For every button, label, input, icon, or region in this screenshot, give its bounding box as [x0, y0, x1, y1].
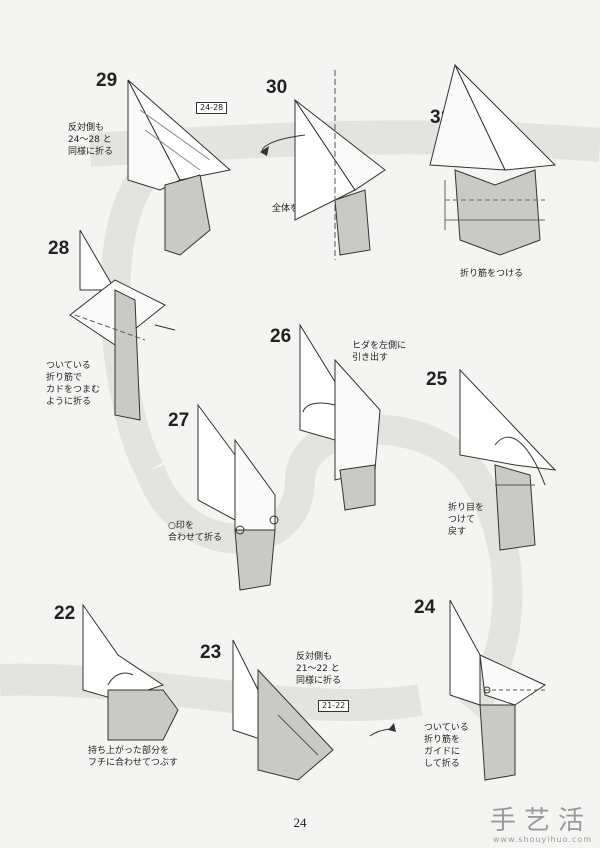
- step-25-diagram: [455, 365, 565, 560]
- step-23-number: 23: [200, 642, 221, 664]
- watermark-logo: 手艺活: [490, 807, 592, 835]
- step-31-note: 折り筋をつける: [460, 268, 523, 280]
- step-26-number: 26: [270, 326, 291, 348]
- step-25-number: 25: [426, 369, 447, 391]
- step-29-note: 反対側も 24～28 と 同様に折る: [68, 122, 113, 158]
- watermark: 手艺活 www.shouyihuo.com: [490, 807, 592, 844]
- next-step-arrow-icon: [368, 720, 398, 742]
- step-22-number: 22: [54, 603, 75, 625]
- step-27-number: 27: [168, 410, 189, 432]
- step-23-diagram: [228, 630, 338, 785]
- step-28-diagram: [65, 230, 185, 425]
- step-27-diagram: [190, 400, 290, 595]
- watermark-url: www.shouyihuo.com: [490, 835, 592, 844]
- step-26-diagram: [295, 320, 395, 515]
- step-24-number: 24: [414, 597, 435, 619]
- step-31-diagram: [425, 60, 575, 260]
- step-30-diagram: [255, 70, 405, 260]
- step-29-number: 29: [96, 70, 117, 92]
- step-22-diagram: [78, 600, 188, 750]
- step-24-diagram: [445, 595, 555, 785]
